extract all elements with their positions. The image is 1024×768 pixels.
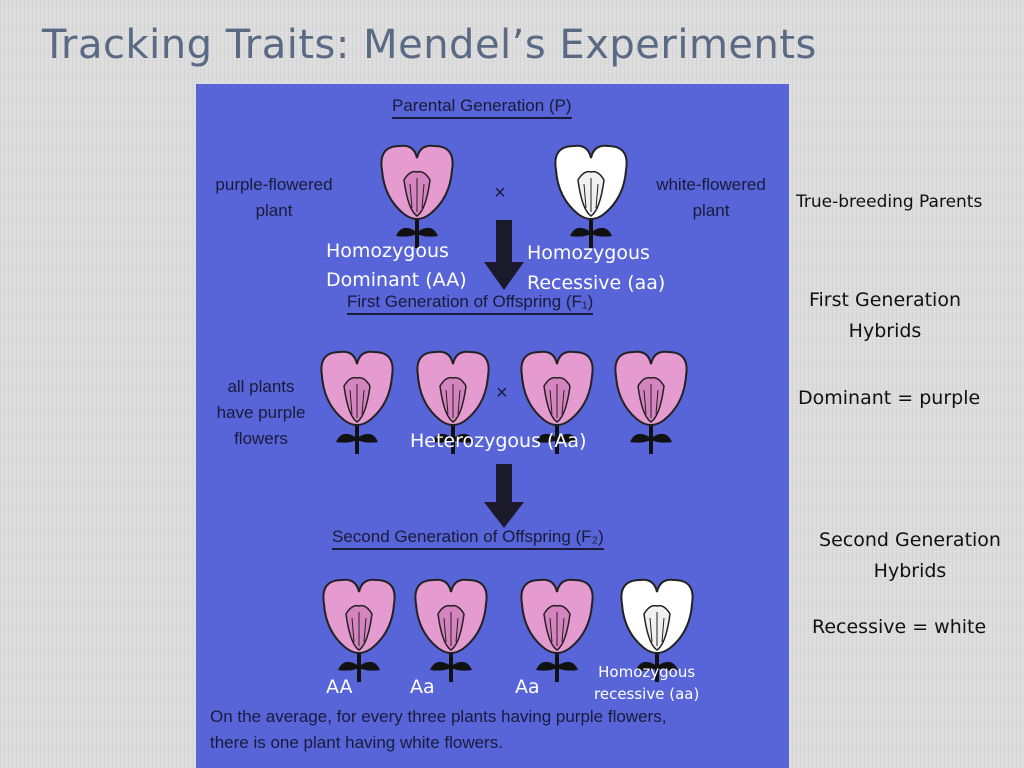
note-true-breeding: True-breeding Parents: [796, 192, 983, 212]
flower-f1-4: [608, 346, 694, 460]
f1-side-label-line3: flowers: [234, 429, 288, 448]
heterozygous-label: Heterozygous (Aa): [410, 430, 587, 452]
note-second-generation-line2: Hybrids: [873, 560, 947, 582]
note-recessive: Recessive = white: [812, 616, 987, 638]
homozygous-dominant-label: Homozygous Dominant (AA): [326, 237, 467, 295]
flower-f1-1: [314, 346, 400, 460]
f1-side-label-line2: have purple: [216, 403, 306, 422]
note-dominant: Dominant = purple: [798, 387, 981, 409]
slide-title: Tracking Traits: Mendel’s Experiments: [42, 22, 817, 68]
f2-footer-line2: there is one plant having white flowers.: [210, 733, 503, 752]
flower-parent-purple: [374, 140, 460, 254]
f2-recessive-label: Homozygous recessive (aa): [594, 661, 699, 705]
homozygous-dominant-line1: Homozygous: [326, 240, 449, 262]
flower-f1-2: [410, 346, 496, 460]
cross-symbol-f1: ×: [496, 382, 508, 404]
homozygous-dominant-line2: Dominant (AA): [326, 269, 467, 291]
homozygous-recessive-line2: Recessive (aa): [527, 272, 666, 294]
flower-f2-4-white: [614, 574, 700, 688]
flower-parent-white: [548, 140, 634, 254]
parental-generation-heading: Parental Generation (P): [392, 96, 572, 119]
f2-recessive-line2: recessive (aa): [594, 685, 700, 703]
flower-f2-1: [316, 574, 402, 688]
purple-parent-label-line1: purple-flowered: [215, 175, 333, 194]
f2-genotype-aa-dominant: AA: [326, 676, 353, 698]
white-parent-label-line1: white-flowered: [656, 175, 766, 194]
note-second-generation: Second Generation Hybrids: [806, 525, 1014, 587]
flower-f1-3: [514, 346, 600, 460]
down-arrow-icon: [484, 464, 524, 532]
homozygous-recessive-label: Homozygous Recessive (aa): [527, 238, 665, 298]
note-first-generation: First Generation Hybrids: [798, 285, 972, 347]
purple-parent-label-line2: plant: [255, 201, 293, 220]
f2-footer-line1: On the average, for every three plants h…: [210, 707, 667, 726]
cross-symbol-parental: ×: [494, 182, 506, 204]
flower-f2-3: [514, 574, 600, 688]
mendel-diagram-panel: Parental Generation (P) purple-flowered …: [196, 84, 789, 768]
note-second-generation-line1: Second Generation: [819, 529, 1001, 551]
note-first-generation-line2: Hybrids: [848, 320, 922, 342]
flower-f2-2: [408, 574, 494, 688]
f2-recessive-line1: Homozygous: [598, 663, 696, 681]
f2-genotype-aa-hetero-1: Aa: [410, 676, 435, 698]
note-first-generation-line1: First Generation: [808, 289, 962, 311]
f1-heading: First Generation of Offspring (F₁): [347, 292, 594, 315]
down-arrow-icon: [484, 220, 524, 294]
f2-heading: Second Generation of Offspring (F₂): [332, 527, 604, 550]
f1-side-label: all plants have purple flowers: [206, 374, 316, 452]
purple-parent-label: purple-flowered plant: [206, 172, 342, 224]
f1-side-label-line1: all plants: [227, 377, 295, 396]
white-parent-label-line2: plant: [692, 201, 730, 220]
homozygous-recessive-line1: Homozygous: [527, 242, 650, 264]
f2-genotype-aa-hetero-2: Aa: [515, 676, 540, 698]
white-parent-label: white-flowered plant: [636, 172, 786, 224]
f2-footer-text: On the average, for every three plants h…: [210, 704, 666, 756]
